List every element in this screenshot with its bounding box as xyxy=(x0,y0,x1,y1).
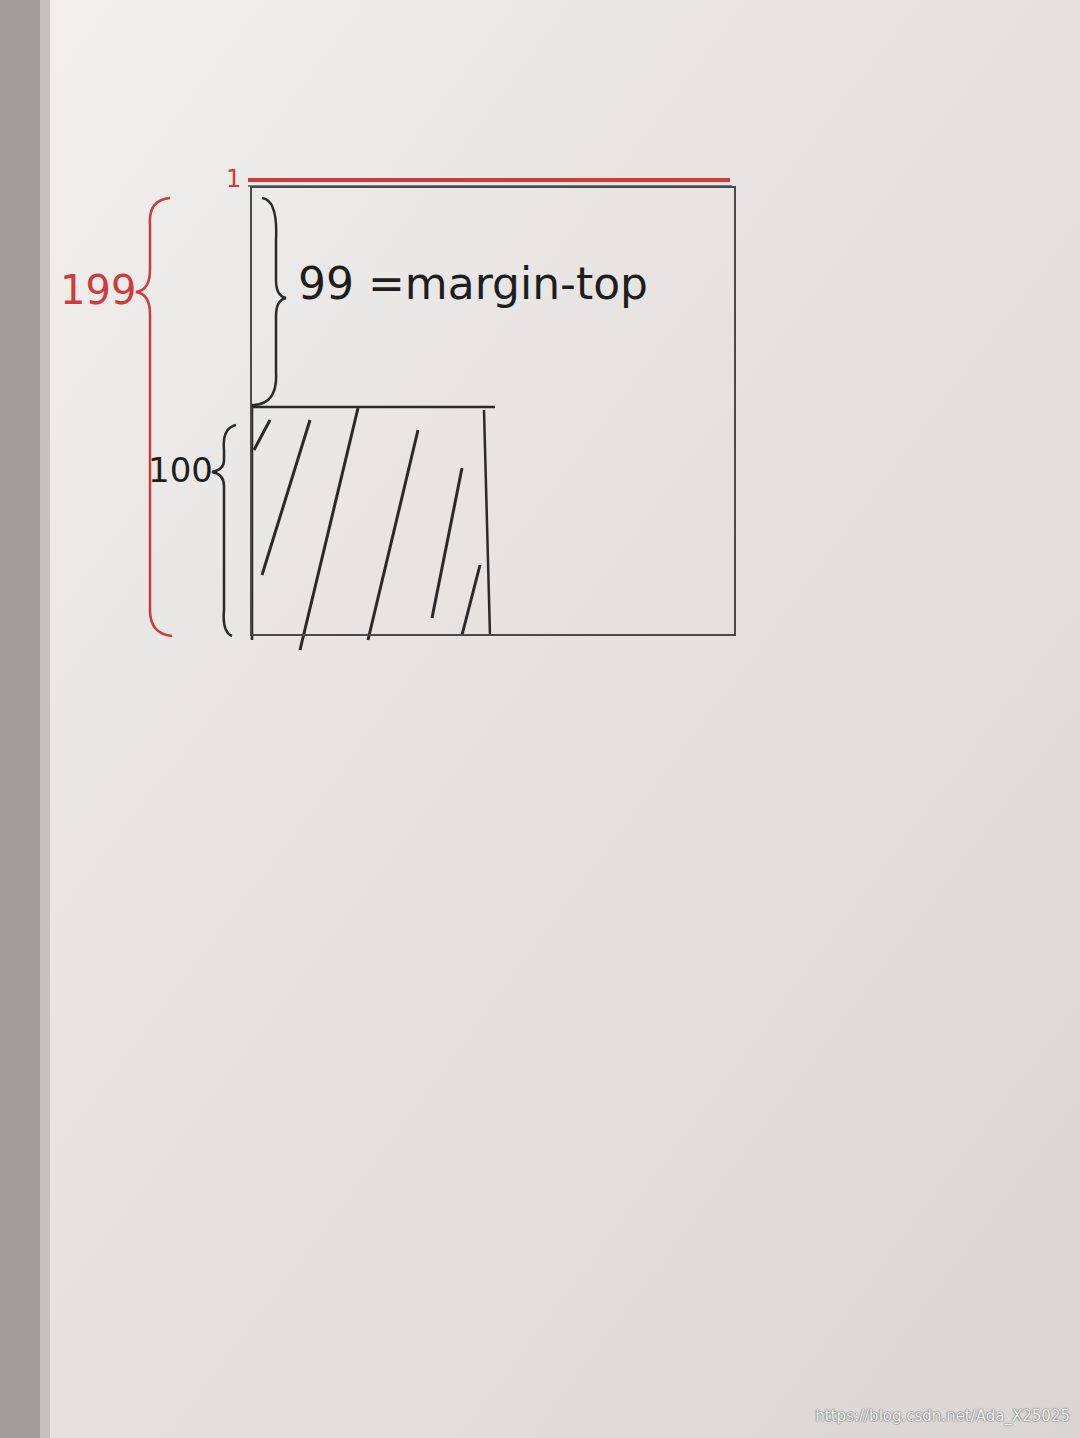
total-brace xyxy=(136,198,172,636)
paper-edge-shade xyxy=(40,0,50,1438)
watermark: https://blog.csdn.net/Ada_X25025 xyxy=(815,1408,1070,1425)
hatched-box xyxy=(252,407,495,650)
margin-label: 99 =margin-top xyxy=(298,260,648,308)
height-brace xyxy=(212,425,236,636)
start-mark: 1 xyxy=(226,166,241,192)
total-dimension: 199 xyxy=(60,268,136,312)
margin-brace xyxy=(252,198,286,405)
outer-box: 99 =margin-top xyxy=(250,186,736,636)
red-border-line xyxy=(248,178,730,182)
height-dimension: 100 xyxy=(148,452,213,489)
